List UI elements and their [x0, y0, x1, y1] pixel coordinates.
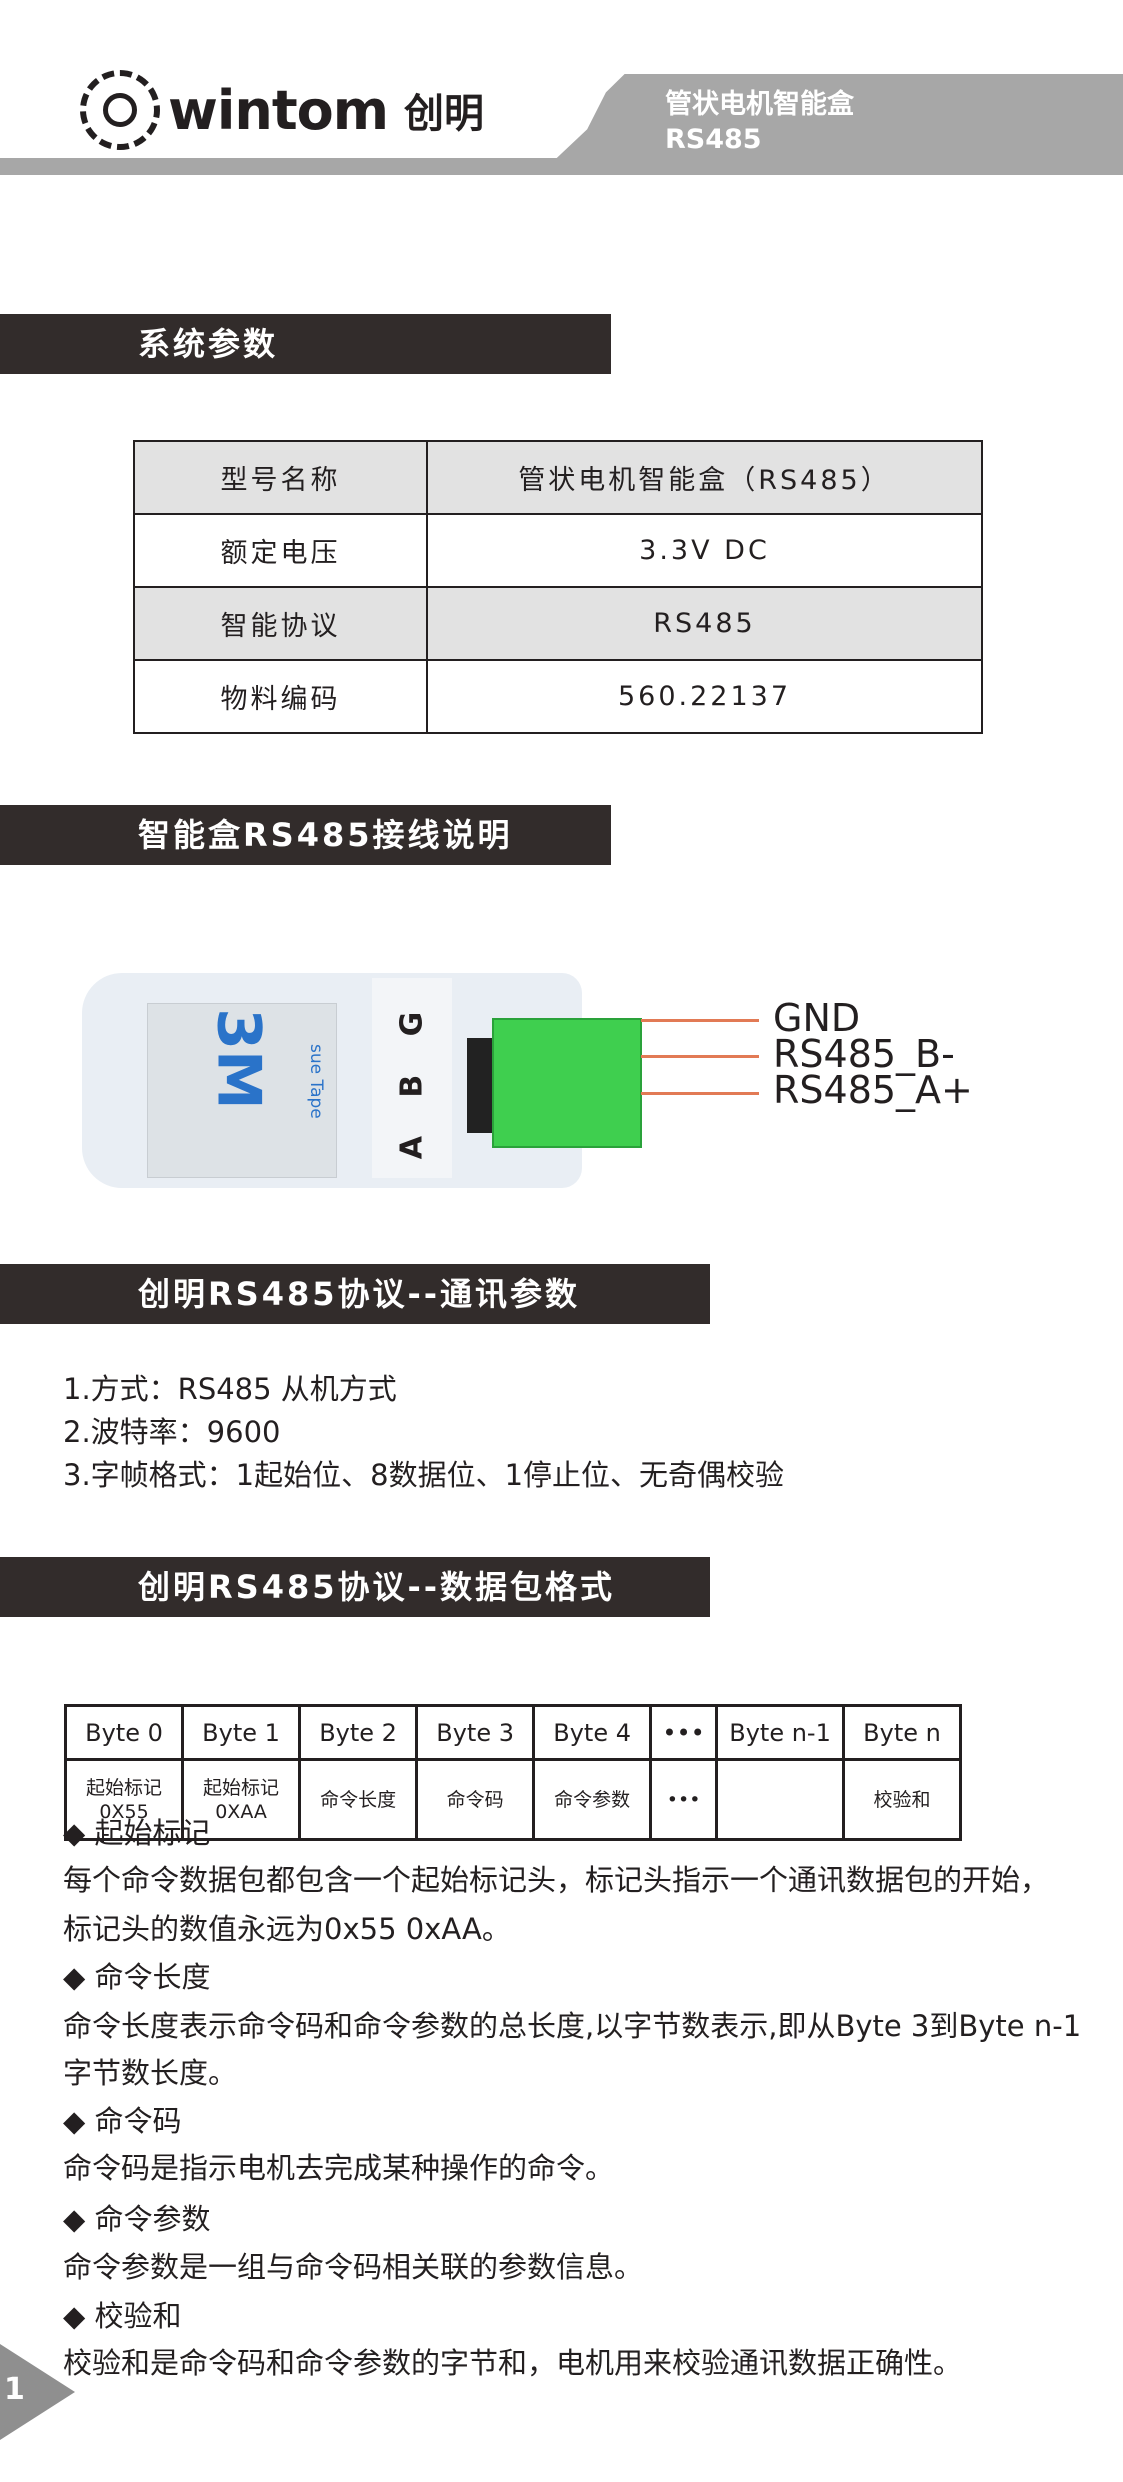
tape-text: sue Tape	[306, 1044, 326, 1119]
section-params: 系统参数	[0, 314, 611, 374]
spec-value: 560.22137	[426, 659, 983, 734]
byte-cell: 命令长度	[298, 1758, 419, 1841]
byte-table: Byte 0 Byte 1 Byte 2 Byte 3 Byte 4 ••• B…	[63, 1704, 962, 1841]
spec-value: RS485	[426, 586, 983, 661]
def-text: 字节数长度。	[63, 2056, 238, 2090]
header-band	[0, 158, 1123, 175]
byte-cell	[715, 1758, 846, 1841]
sun-power-icon	[80, 70, 160, 150]
byte-cell: 起始标记 0XAA	[181, 1758, 302, 1841]
byte-header: Byte 2	[298, 1704, 419, 1761]
tape-brand: 3M	[203, 1008, 274, 1110]
diamond-icon: ◆	[63, 1960, 86, 1994]
diamond-icon: ◆	[63, 2202, 86, 2236]
tape-pad: 3M sue Tape	[147, 1003, 337, 1178]
def-text: 命令长度表示命令码和命令参数的总长度,以字节数表示,即从Byte 3到Byte …	[63, 2009, 1082, 2043]
byte-cell: 起始标记 0X55	[63, 1758, 185, 1841]
def-title-text: 命令长度	[94, 1960, 211, 1994]
def-title-text: 命令参数	[94, 2202, 211, 2236]
comm-param: 1.方式：RS485 从机方式	[63, 1372, 397, 1406]
def-title-text: 起始标记	[94, 1816, 211, 1850]
byte-cell: 命令参数	[532, 1758, 653, 1841]
def-text: 每个命令数据包都包含一个起始标记头，标记头指示一个通讯数据包的开始，	[63, 1863, 1050, 1897]
def-text: 命令参数是一组与命令码相关联的参数信息。	[63, 2250, 644, 2284]
byte-header: Byte 1	[181, 1704, 302, 1761]
pin-labels: A B G	[394, 997, 430, 1159]
def-title: ◆ 起始标记	[63, 1813, 211, 1853]
wire-a	[641, 1092, 759, 1095]
comm-param: 2.波特率：9600	[63, 1415, 281, 1449]
comm-param: 3.字帧格式：1起始位、8数据位、1停止位、无奇偶校验	[63, 1458, 785, 1492]
spec-label: 物料编码	[133, 659, 428, 734]
diamond-icon: ◆	[63, 2104, 86, 2138]
wintom-logo: wintom 创明	[80, 70, 484, 150]
table-row: 型号名称管状电机智能盒（RS485）	[133, 440, 983, 515]
spec-value: 管状电机智能盒（RS485）	[426, 440, 983, 515]
brand-name-cn: 创明	[404, 91, 485, 137]
byte-header: Byte n	[842, 1704, 962, 1761]
spec-label: 智能协议	[133, 586, 428, 661]
label-gnd: GND	[773, 996, 861, 1040]
byte-cell: 校验和	[842, 1758, 962, 1841]
def-text: 标记头的数值永远为0x55 0xAA。	[63, 1912, 511, 1946]
byte-cell: •••	[649, 1758, 719, 1841]
spec-label: 额定电压	[133, 513, 428, 588]
def-text: 命令码是指示电机去完成某种操作的命令。	[63, 2151, 615, 2185]
def-title: ◆ 命令参数	[63, 2199, 211, 2239]
label-rs485-b: RS485_B-	[773, 1032, 955, 1076]
def-title: ◆ 命令长度	[63, 1957, 211, 1997]
pin-label-strip: A B G	[372, 978, 452, 1178]
section-packet: 创明RS485协议--数据包格式	[0, 1557, 710, 1617]
table-row: Byte 0 Byte 1 Byte 2 Byte 3 Byte 4 ••• B…	[63, 1704, 962, 1761]
doc-title: 管状电机智能盒	[665, 89, 854, 120]
section-comm: 创明RS485协议--通讯参数	[0, 1264, 710, 1324]
section-wiring: 智能盒RS485接线说明	[0, 805, 611, 865]
def-text: 校验和是命令码和命令参数的字节和，电机用来校验通讯数据正确性。	[63, 2346, 963, 2380]
byte-header: •••	[649, 1704, 719, 1761]
spec-value: 3.3V DC	[426, 513, 983, 588]
byte-header: Byte n-1	[715, 1704, 846, 1761]
terminal-block	[492, 1018, 642, 1148]
def-title-text: 校验和	[94, 2299, 182, 2333]
def-title: ◆ 校验和	[63, 2296, 182, 2336]
table-row: 起始标记 0X55 起始标记 0XAA 命令长度 命令码 命令参数 ••• 校验…	[63, 1758, 962, 1841]
byte-header: Byte 4	[532, 1704, 653, 1761]
brand-name: wintom	[168, 78, 389, 142]
wire-b	[641, 1055, 759, 1058]
def-title: ◆ 命令码	[63, 2101, 182, 2141]
page-number: 1	[4, 2372, 25, 2407]
byte-header: Byte 0	[63, 1704, 185, 1761]
wire-gnd	[641, 1019, 759, 1022]
diamond-icon: ◆	[63, 2299, 86, 2333]
byte-cell: 命令码	[415, 1758, 536, 1841]
spec-label: 型号名称	[133, 440, 428, 515]
def-title-text: 命令码	[94, 2104, 182, 2138]
device-photo: 3M sue Tape A B G	[82, 958, 702, 1188]
diamond-icon: ◆	[63, 1816, 86, 1850]
label-rs485-a: RS485_A+	[773, 1068, 973, 1112]
doc-subtitle: RS485	[665, 124, 762, 155]
byte-header: Byte 3	[415, 1704, 536, 1761]
